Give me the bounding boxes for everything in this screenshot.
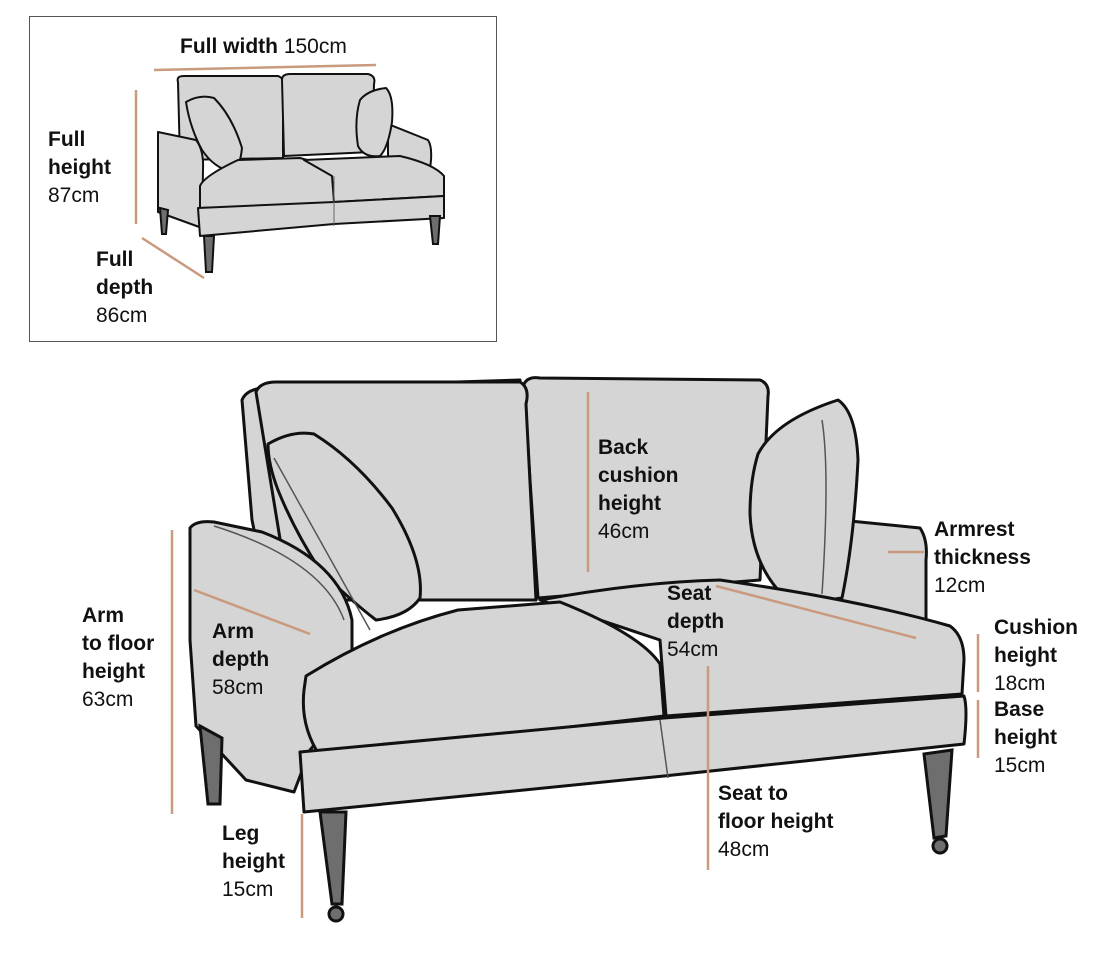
leg-height-line2: height [222, 850, 285, 873]
arm-depth-line2: depth [212, 648, 270, 671]
armrest-thickness-label: Armrest thickness 12cm [934, 516, 1031, 600]
full-depth-line2: depth [96, 276, 154, 299]
base-height-line2: height [994, 726, 1057, 749]
armrest-value: 12cm [934, 574, 986, 597]
cushion-height-line2: height [994, 644, 1057, 667]
back-cushion-line2: cushion [598, 464, 679, 487]
full-height-label: Full height 87cm [48, 126, 111, 210]
arm-floor-line3: height [82, 660, 145, 683]
seat-floor-value: 48cm [718, 838, 770, 861]
arm-depth-line1: Arm [212, 620, 255, 643]
inset-width-line [153, 63, 377, 72]
full-depth-value: 86cm [96, 304, 148, 327]
seat-floor-line1: Seat to [718, 782, 789, 805]
leg-height-value: 15cm [222, 878, 274, 901]
seat-to-floor-height-label: Seat to floor height 48cm [718, 780, 833, 864]
full-width-label: Full width 150cm [180, 33, 347, 61]
arm-depth-value: 58cm [212, 676, 264, 699]
full-height-line1: Full [48, 128, 86, 151]
full-width-text: Full width [180, 35, 278, 58]
back-cushion-value: 46cm [598, 520, 650, 543]
arm-depth-line [193, 588, 311, 636]
inset-sofa [157, 73, 445, 273]
inset-depth-line [141, 236, 205, 280]
full-width-value: 150cm [283, 35, 347, 58]
arm-depth-label: Arm depth 58cm [212, 618, 269, 702]
seat-depth-line2: depth [667, 610, 725, 633]
seat-floor-line2: floor height [718, 810, 834, 833]
base-height-label: Base height 15cm [994, 696, 1057, 780]
full-height-line2: height [48, 156, 111, 179]
back-cushion-line3: height [598, 492, 661, 515]
base-height-value: 15cm [994, 754, 1046, 777]
seat-depth-line1: Seat [667, 582, 712, 605]
seat-depth-value: 54cm [667, 638, 719, 661]
armrest-line2: thickness [934, 546, 1031, 569]
full-depth-line1: Full [96, 248, 134, 271]
cushion-height-value: 18cm [994, 672, 1046, 695]
arm-floor-line1: Arm [82, 604, 125, 627]
back-cushion-height-label: Back cushion height 46cm [598, 434, 679, 546]
armrest-line1: Armrest [934, 518, 1015, 541]
cushion-height-line1: Cushion [994, 616, 1078, 639]
main-sofa [188, 376, 968, 923]
full-height-value: 87cm [48, 184, 100, 207]
leg-height-line1: Leg [222, 822, 260, 845]
arm-floor-value: 63cm [82, 688, 134, 711]
back-cushion-line1: Back [598, 436, 649, 459]
full-depth-label: Full depth 86cm [96, 246, 153, 330]
base-height-line1: Base [994, 698, 1045, 721]
seat-depth-line [715, 584, 917, 640]
leg-height-label: Leg height 15cm [222, 820, 285, 904]
arm-floor-line2: to floor [82, 632, 155, 655]
arm-to-floor-height-label: Arm to floor height 63cm [82, 602, 154, 714]
inset-frame [29, 16, 497, 342]
seat-depth-label: Seat depth 54cm [667, 580, 724, 664]
cushion-height-label: Cushion height 18cm [994, 614, 1078, 698]
